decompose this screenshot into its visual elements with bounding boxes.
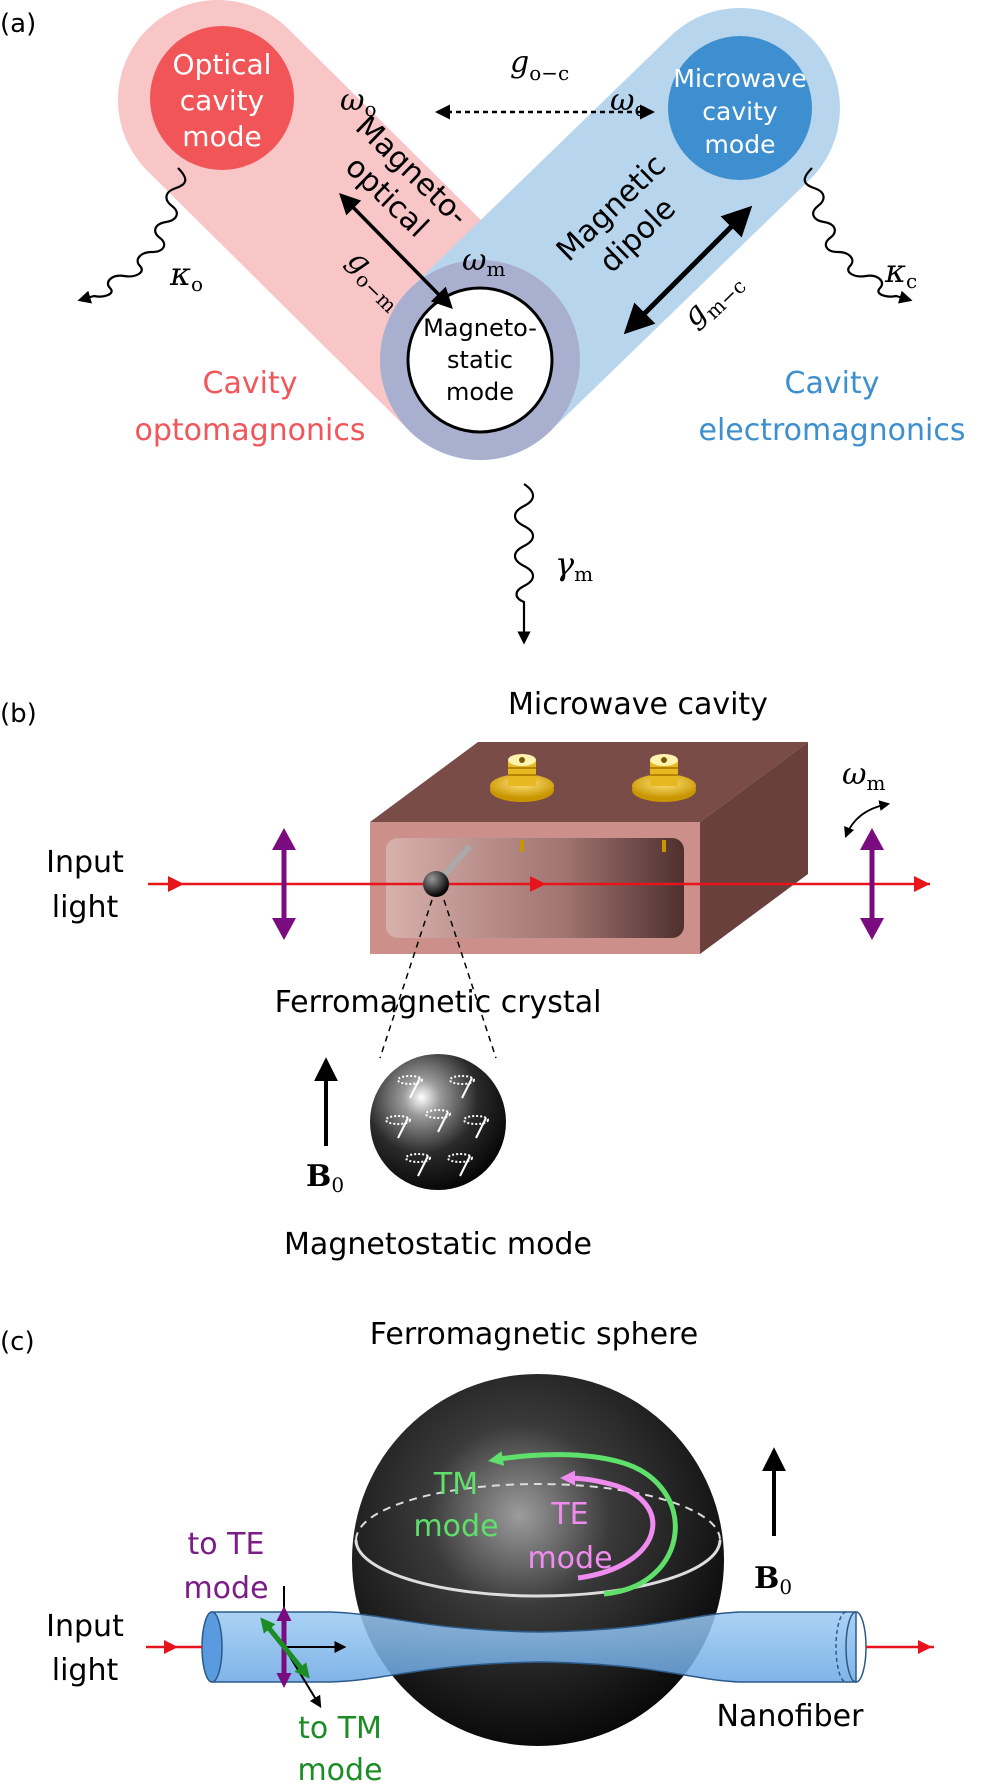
- te-mode-line2: mode: [527, 1541, 612, 1576]
- light-arrow-out: [914, 876, 930, 892]
- magnetostatic-line3: mode: [446, 378, 514, 406]
- ferromagnetic-crystal-label: Ferromagnetic crystal: [275, 985, 602, 1020]
- g-oc-label: go−c: [510, 45, 569, 85]
- omega-m-b: ωm: [842, 757, 885, 795]
- panel-c: (c) Ferromagnetic sphere TM mode TE mode…: [0, 1317, 934, 1784]
- kappa-c: κc: [884, 252, 917, 293]
- panel-a: (a) Optical cavity mode Microwave cavity…: [0, 0, 966, 645]
- panel-b: (b) Microwave cavity: [0, 687, 930, 1262]
- cavity-opto-line1: Cavity: [203, 366, 298, 401]
- microwave-mode-line2: cavity: [702, 97, 778, 126]
- g-om-arrow: [339, 193, 453, 309]
- gamma-m: γm: [555, 545, 593, 586]
- microwave-mode-line1: Microwave: [673, 64, 806, 93]
- magnetostatic-mode-circle: [406, 286, 554, 434]
- omega-m: ωm: [462, 243, 505, 281]
- microwave-cavity-title: Microwave cavity: [508, 687, 768, 722]
- tm-mode-line1: TM: [433, 1467, 478, 1502]
- cavity-electro-line2: electromagnonics: [698, 413, 965, 448]
- sphere-equator-back: [355, 1483, 721, 1541]
- output-beam-arrow: [918, 1640, 932, 1654]
- b0-label-b: B0: [306, 1159, 344, 1197]
- optical-mode-circle: [150, 26, 294, 170]
- panel-b-label: (b): [0, 699, 37, 729]
- optical-mode-line2: cavity: [180, 84, 264, 117]
- magnetostatic-line2: static: [447, 346, 513, 374]
- magnetostatic-line1: Magneto-: [423, 314, 537, 342]
- input-light-line2: light: [52, 890, 119, 925]
- to-te-line1: to TE: [188, 1527, 265, 1562]
- kappa-c-decay: [803, 167, 913, 304]
- tm-mode-line2: mode: [413, 1509, 498, 1544]
- kappa-o: κo: [169, 255, 203, 296]
- polarizer-left: [272, 828, 296, 940]
- tm-mode-arc: [488, 1451, 678, 1597]
- microwave-mode-circle: [668, 36, 812, 180]
- light-arrow-in: [168, 876, 184, 892]
- polarizer-right: [860, 828, 884, 940]
- zoom-line-right: [443, 899, 497, 1059]
- to-te-line2: mode: [183, 1571, 268, 1606]
- microwave-mode-line3: mode: [705, 130, 776, 159]
- light-arrow-mid: [530, 876, 546, 892]
- to-tm-line1: to TM: [298, 1711, 382, 1746]
- te-mode-line1: TE: [550, 1497, 588, 1532]
- kappa-o-decay: [77, 167, 187, 304]
- gamma-m-decay: [513, 483, 535, 645]
- input-light-line1: Input: [46, 845, 124, 880]
- nanofiber-label: Nanofiber: [717, 1699, 865, 1734]
- connector-2: [632, 754, 696, 852]
- b0-label-c: B0: [754, 1561, 792, 1599]
- zoom-line-left: [379, 899, 433, 1059]
- cavity-side: [700, 742, 808, 954]
- input-light-c-line2: light: [52, 1653, 119, 1688]
- sphere-equator-front: [354, 1539, 722, 1598]
- ferromagnetic-sphere-title: Ferromagnetic sphere: [370, 1317, 698, 1352]
- magnetostatic-sphere: [370, 1054, 506, 1190]
- fiber-end-left: [201, 1611, 223, 1683]
- panel-a-label: (a): [0, 9, 36, 39]
- cavity-opto-line2: optomagnonics: [134, 413, 365, 448]
- omega-o: ωo: [340, 83, 377, 121]
- spin-arrows: [385, 1075, 489, 1177]
- optical-mode-line1: Optical: [173, 48, 272, 81]
- magnetostatic-mode-label: Magnetostatic mode: [284, 1227, 592, 1262]
- cavity-top: [370, 742, 808, 822]
- tm-polarization: [260, 1617, 310, 1679]
- to-tm-line2: mode: [297, 1753, 382, 1784]
- panel-c-label: (c): [0, 1327, 35, 1357]
- crystal-ball: [423, 871, 449, 897]
- g-mc-arrow: [623, 205, 753, 335]
- input-beam-arrow: [164, 1640, 178, 1654]
- te-mode-arc: [560, 1470, 656, 1581]
- input-light-c-line1: Input: [46, 1609, 124, 1644]
- rotation-arrow: [844, 800, 891, 839]
- connector-1: [490, 754, 554, 852]
- cavity-electro-line1: Cavity: [785, 366, 880, 401]
- optical-mode-line3: mode: [182, 120, 261, 153]
